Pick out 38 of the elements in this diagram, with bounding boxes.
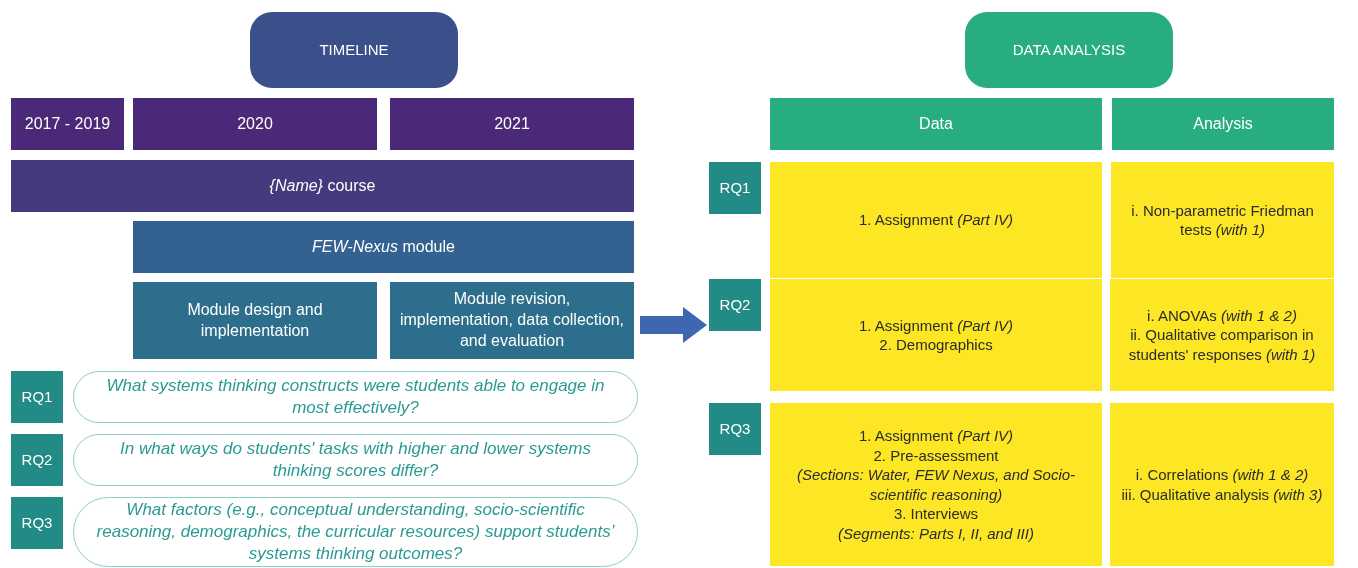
year-box: 2021 — [390, 98, 634, 150]
list-item: 3. Interviews — [893, 504, 979, 524]
list-item: iii. Qualitative analysis (with 3) — [1121, 484, 1323, 504]
list-item: 1. Assignment (Part IV) — [858, 315, 1014, 335]
year-box: 2020 — [133, 98, 377, 150]
question-tag: RQ1 — [709, 162, 761, 214]
list-item: 2. Demographics — [879, 335, 993, 355]
question-bubble: What factors (e.g., conceptual understanding, socio-scientific reasoning, demographics, the curricular resources) support students’ systems thinking outcomes? — [73, 497, 638, 567]
column-header: Data — [770, 98, 1102, 150]
course-bar: {Name} course — [11, 160, 634, 212]
data-box: 1. Assignment (Part IV) — [770, 162, 1102, 278]
year-box: 2017 - 2019 — [11, 98, 124, 150]
list-item: 2. Pre-assessment — [873, 445, 999, 465]
list-item: ii. Qualitative comparison in students' responses (with 1) — [1127, 325, 1317, 365]
analysis-box — [1110, 403, 1334, 566]
list-item: (Segments: Parts I, II, and III) — [838, 523, 1034, 543]
data-box — [770, 279, 1102, 391]
question-tag: RQ1 — [11, 371, 63, 423]
analysis-box: i. Non-parametric Friedman tests (with 1) — [1111, 162, 1334, 278]
list-item: i. Correlations (with 1 & 2) — [1135, 465, 1309, 485]
question-bubble: What systems thinking constructs were students able to engage in most effectively? — [73, 371, 638, 423]
column-header: Analysis — [1112, 98, 1334, 150]
list-item: 1. Assignment (Part IV) — [858, 426, 1014, 446]
question-tag: RQ3 — [11, 497, 63, 549]
analysis-box — [1110, 279, 1334, 391]
data-box — [770, 403, 1102, 566]
block-arrow — [640, 307, 707, 343]
list-item: (Sections: Water, FEW Nexus, and Socio-scientific reasoning) — [795, 465, 1077, 504]
question-tag: RQ2 — [11, 434, 63, 486]
question-bubble: In what ways do students' tasks with higher and lower systems thinking scores differ? — [73, 434, 638, 486]
phase-box: Module design and implementation — [133, 282, 377, 359]
list-item: i. ANOVAs (with 1 & 2) — [1147, 305, 1297, 326]
question-tag: RQ3 — [709, 403, 761, 455]
phase-box: Module revision, implementation, data collection, and evaluation — [390, 282, 634, 359]
module-bar: FEW-Nexus module — [133, 221, 634, 273]
title-box: TIMELINE — [250, 12, 458, 88]
question-tag: RQ2 — [709, 279, 761, 331]
title-box: DATA ANALYSIS — [965, 12, 1173, 88]
